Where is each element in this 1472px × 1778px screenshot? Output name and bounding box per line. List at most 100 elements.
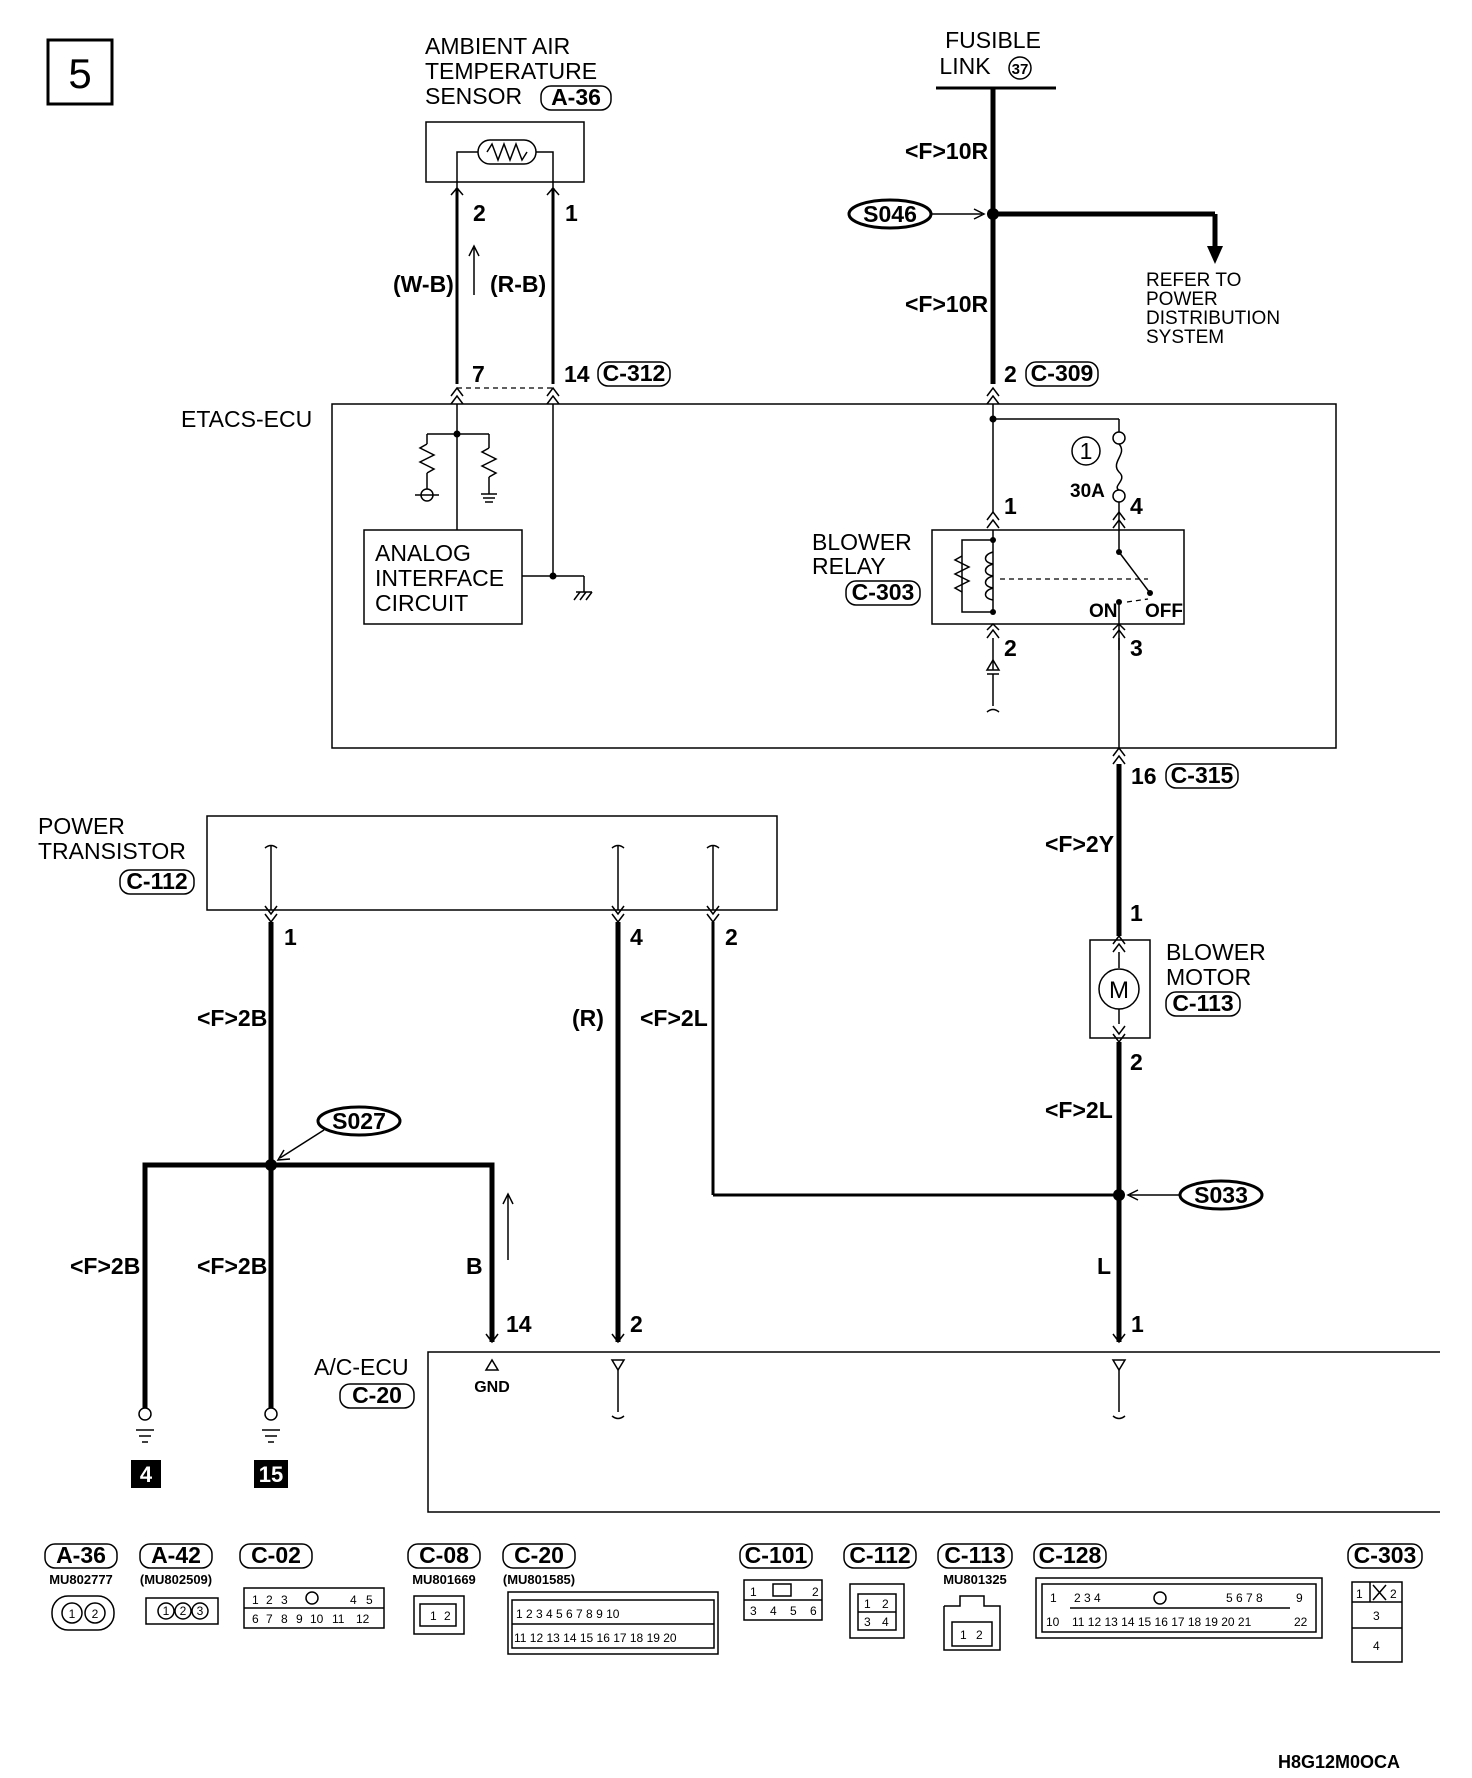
wire-color-f2b-main: <F>2B xyxy=(197,1005,267,1031)
sensor-label-line3: SENSOR xyxy=(425,83,522,109)
fuse-terminal-top xyxy=(1112,431,1126,445)
page-number-box: 5 xyxy=(46,38,114,106)
ac-ecu-gnd-label: GND xyxy=(474,1379,510,1396)
blower-relay-label-line1: BLOWER xyxy=(812,529,912,555)
c312-pin-7: 7 xyxy=(472,361,485,387)
wire-color-w-b: (W-B) xyxy=(393,271,454,297)
svg-text:2: 2 xyxy=(444,1609,451,1623)
relay-pin-4: 4 xyxy=(1130,493,1143,519)
legend-c-20-id: C-20 xyxy=(514,1542,564,1568)
ac-ecu-pin-2: 2 xyxy=(630,1311,643,1337)
svg-text:3: 3 xyxy=(750,1604,757,1618)
wire-color-b: B xyxy=(466,1253,483,1279)
svg-text:3: 3 xyxy=(1373,1609,1380,1623)
analog-interface-line2: INTERFACE xyxy=(375,565,504,591)
svg-text:12: 12 xyxy=(356,1612,370,1626)
legend-c-20: C-20 (MU801585) 1 2 3 4 5 6 7 8 9 10 11 … xyxy=(502,1542,719,1655)
analog-interface-line1: ANALOG xyxy=(375,540,471,566)
legend-c-113-part: MU801325 xyxy=(943,1572,1007,1587)
power-transistor-pin-4: 4 xyxy=(630,924,643,950)
svg-text:9: 9 xyxy=(1296,1591,1303,1605)
svg-text:8: 8 xyxy=(281,1612,288,1626)
ground-terminal-4 xyxy=(138,1407,152,1421)
svg-text:9: 9 xyxy=(296,1612,303,1626)
ac-ecu-label: A/C-ECU xyxy=(314,1354,409,1380)
fusible-link: FUSIBLE LINK 37 xyxy=(936,27,1056,90)
relay-pin-2: 2 xyxy=(1004,635,1017,661)
svg-text:1: 1 xyxy=(1050,1591,1057,1605)
legend-a-36-part: MU802777 xyxy=(49,1572,113,1587)
sensor-wires: (W-B) (R-B) 7 14 C-312 xyxy=(393,186,671,405)
fuse-rating: 30A xyxy=(1070,481,1105,502)
ground-ref-4 xyxy=(131,1460,161,1488)
svg-text:1: 1 xyxy=(69,1607,76,1621)
svg-text:6: 6 xyxy=(810,1604,817,1618)
fusible-link-number-circle xyxy=(1008,56,1032,80)
wire-color-f2l-left: <F>2L xyxy=(640,1005,708,1031)
blower-relay-connector-id: C-303 xyxy=(852,579,915,605)
power-transistor-pin-1: 1 xyxy=(284,924,297,950)
legend-c-20-part: (MU801585) xyxy=(503,1572,575,1587)
svg-text:11 12 13 14 15 16 17 18 19 20: 11 12 13 14 15 16 17 18 19 20 xyxy=(514,1631,677,1645)
power-supply-icon xyxy=(420,488,434,502)
legend-a-36-id: A-36 xyxy=(56,1542,106,1568)
c312-pin-14: 14 xyxy=(564,361,590,387)
connector-legend: A-36 MU802777 1 2 A-42 (MU802509) 1 2 3 … xyxy=(44,1542,1423,1663)
fusible-link-label-line2: LINK xyxy=(939,53,991,79)
c309-connector-tag xyxy=(1025,361,1099,387)
relay-on-label: ON xyxy=(1089,601,1118,622)
svg-text:4: 4 xyxy=(770,1604,777,1618)
svg-text:7: 7 xyxy=(266,1612,273,1626)
sensor-pin-2: 2 xyxy=(473,200,486,226)
svg-text:2: 2 xyxy=(92,1607,99,1621)
svg-text:2: 2 xyxy=(266,1593,273,1607)
motor-pin-1: 1 xyxy=(1130,900,1143,926)
sensor-label-line1: AMBIENT AIR xyxy=(425,33,570,59)
svg-text:5: 5 xyxy=(366,1593,373,1607)
svg-text:11 12 13 14 15 16 17 18 19 20: 11 12 13 14 15 16 17 18 19 20 21 xyxy=(1072,1615,1252,1629)
etacs-ecu-label: ETACS-ECU xyxy=(181,406,312,432)
blower-relay-connector-tag xyxy=(845,580,921,606)
legend-c-303-id: C-303 xyxy=(1354,1542,1417,1568)
power-transistor: POWER TRANSISTOR C-112 1 4 2 xyxy=(38,813,778,950)
sensor-connector-tag xyxy=(540,85,612,111)
power-transistor-connector-id: C-112 xyxy=(126,868,187,894)
ac-ecu-box xyxy=(427,1351,1440,1513)
relay-switch-contact xyxy=(1118,551,1151,594)
sensor-connector-id: A-36 xyxy=(551,84,601,110)
legend-c-101-id: C-101 xyxy=(745,1542,808,1568)
svg-text:1: 1 xyxy=(430,1609,437,1623)
page-number: 5 xyxy=(68,50,91,97)
svg-text:22: 22 xyxy=(1294,1615,1308,1629)
splice-s027-id: S027 xyxy=(332,1108,386,1134)
power-transistor-pin-2: 2 xyxy=(725,924,738,950)
wire-color-f10r-top: <F>10R xyxy=(905,138,988,164)
refer-note-line4: SYSTEM xyxy=(1146,327,1224,348)
blower-relay-box xyxy=(931,529,1185,625)
ground-ref-4-label: 4 xyxy=(140,1462,153,1487)
svg-text:2: 2 xyxy=(1390,1587,1397,1601)
wire-color-r: (R) xyxy=(572,1005,604,1031)
ground-ref-15 xyxy=(254,1460,288,1488)
c312-connector-tag xyxy=(597,361,671,387)
svg-text:6: 6 xyxy=(252,1612,259,1626)
relay-pin-1: 1 xyxy=(1004,493,1017,519)
legend-c-112-id: C-112 xyxy=(849,1542,910,1568)
ac-ecu-connector-tag xyxy=(339,1383,415,1409)
svg-text:1: 1 xyxy=(960,1628,967,1642)
wire-color-f10r-bottom: <F>10R xyxy=(905,291,988,317)
power-transistor-box xyxy=(206,815,778,911)
c315-connector-tag xyxy=(1165,763,1239,789)
sensor-label-line2: TEMPERATURE xyxy=(425,58,597,84)
wire-color-l: L xyxy=(1097,1253,1111,1279)
svg-text:4: 4 xyxy=(1373,1639,1380,1653)
c309-connector-id: C-309 xyxy=(1031,360,1094,386)
c315-connector-id: C-315 xyxy=(1171,762,1234,788)
ground-terminal-15 xyxy=(264,1407,278,1421)
refer-note-line1: REFER TO xyxy=(1146,270,1241,291)
blower-motor-label-line1: BLOWER xyxy=(1166,939,1266,965)
legend-c-08-id: C-08 xyxy=(419,1542,469,1568)
